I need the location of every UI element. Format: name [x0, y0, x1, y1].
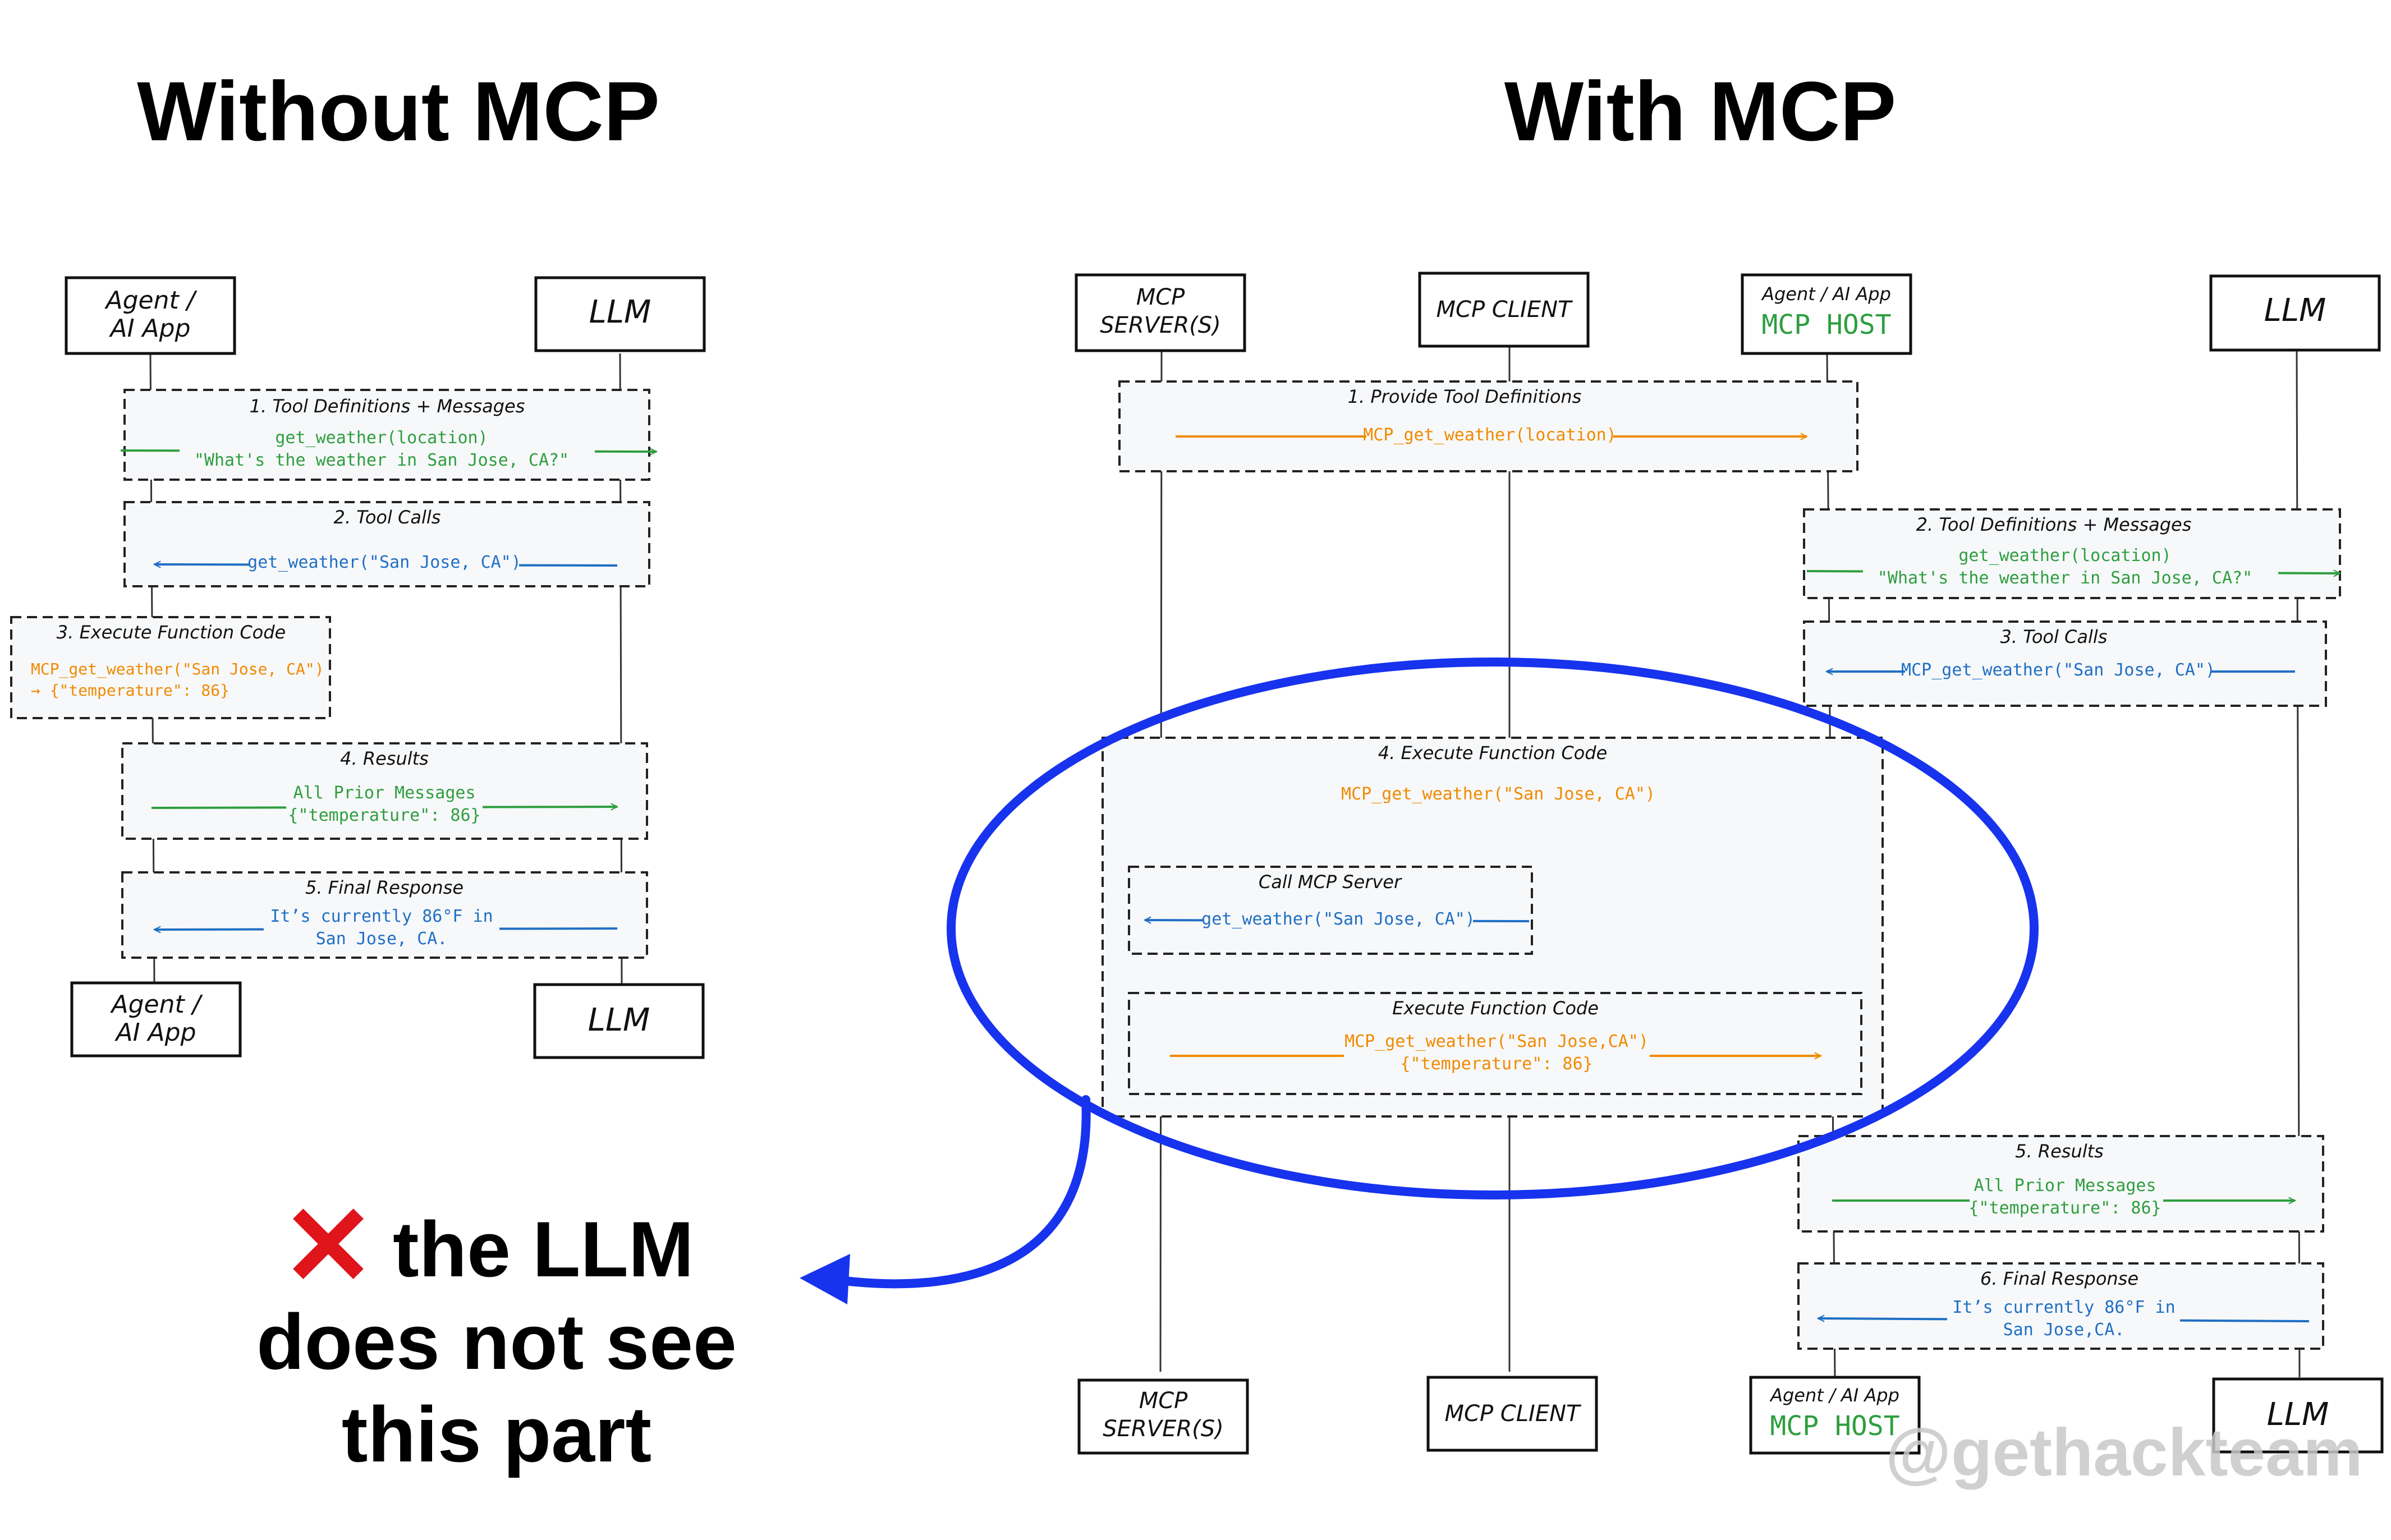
svg-text:Agent / AI App: Agent / AI App	[1769, 1385, 1899, 1406]
callout-arrow-head	[800, 1254, 850, 1304]
svg-text:MCP: MCP	[1136, 284, 1185, 310]
svg-text:get_weather(location): get_weather(location)	[275, 428, 488, 448]
callout-line-2: does not see	[256, 1298, 737, 1386]
svg-text:6. Final Response: 6. Final Response	[1980, 1268, 2138, 1289]
svg-text:get_weather("San Jose, CA"): get_weather("San Jose, CA")	[1201, 909, 1475, 929]
svg-text:{"temperature": 86}: {"temperature": 86}	[288, 806, 480, 825]
svg-text:San Jose, CA.: San Jose, CA.	[316, 929, 448, 949]
svg-text:SERVER(S): SERVER(S)	[1100, 312, 1221, 338]
svg-text:Agent /: Agent /	[109, 990, 203, 1019]
svg-text:3. Execute Function Code: 3. Execute Function Code	[57, 622, 286, 643]
svg-text:MCP_get_weather("San Jose,CA"): MCP_get_weather("San Jose,CA")	[1344, 1032, 1649, 1051]
svg-text:San Jose,CA.: San Jose,CA.	[2003, 1320, 2125, 1340]
svg-text:MCP_get_weather("San Jose, CA": MCP_get_weather("San Jose, CA")	[31, 660, 324, 679]
svg-text:MCP CLIENT: MCP CLIENT	[1445, 1401, 1582, 1427]
svg-text:LLM: LLM	[2267, 1396, 2329, 1433]
actor-mcp-host-top: Agent / AI App MCP HOST	[1741, 273, 1912, 355]
svg-text:LLM: LLM	[2264, 292, 2326, 329]
left-step4-box: 4. Results All Prior Messages {"temperat…	[121, 742, 648, 840]
svg-text:{"temperature": 86}: {"temperature": 86}	[1968, 1198, 2161, 1218]
right-execute-function-box: Execute Function Code MCP_get_weather("S…	[1128, 992, 1862, 1095]
svg-text:1. Provide Tool Definitions: 1. Provide Tool Definitions	[1348, 386, 1582, 407]
svg-text:1. Tool Definitions + Messages: 1. Tool Definitions + Messages	[250, 396, 525, 417]
svg-text:2. Tool Definitions + Messages: 2. Tool Definitions + Messages	[1916, 514, 2192, 535]
svg-text:All Prior Messages: All Prior Messages	[1974, 1176, 2156, 1196]
right-diagram: MCP SERVER(S) MCP CLIENT Agent / AI App …	[1075, 272, 2384, 1455]
left-step2-box: 2. Tool Calls get_weather("San Jose, CA"…	[123, 501, 650, 587]
svg-text:{"temperature": 86}: {"temperature": 86}	[1400, 1054, 1593, 1074]
svg-text:2. Tool Calls: 2. Tool Calls	[334, 507, 441, 528]
title-with-mcp: With MCP	[1504, 64, 1897, 158]
actor-mcp-host-bottom: Agent / AI App MCP HOST	[1749, 1376, 1921, 1455]
highlight-ellipse	[947, 658, 2039, 1199]
actor-llm-bottom-right: LLM	[2212, 1377, 2384, 1454]
left-step1-box: 1. Tool Definitions + Messages get_weath…	[120, 389, 657, 481]
svg-text:5. Results: 5. Results	[2015, 1141, 2104, 1162]
right-step2-box: 2. Tool Definitions + Messages get_weath…	[1803, 508, 2341, 599]
svg-text:All Prior Messages: All Prior Messages	[293, 783, 475, 803]
actor-llm-top-right: LLM	[2209, 274, 2381, 352]
watermark: @gethackteam	[1885, 1415, 2363, 1490]
actor-mcp-client-bottom: MCP CLIENT	[1426, 1376, 1598, 1452]
svg-text:SERVER(S): SERVER(S)	[1103, 1416, 1224, 1442]
actor-mcp-client-top: MCP CLIENT	[1418, 272, 1590, 348]
actor-mcp-server-top: MCP SERVER(S)	[1075, 273, 1246, 352]
svg-text:MCP HOST: MCP HOST	[1770, 1410, 1899, 1442]
svg-text:"What's the weather in San Jos: "What's the weather in San Jose, CA?"	[1878, 568, 2252, 588]
svg-text:AI App: AI App	[108, 314, 190, 343]
title-without-mcp: Without MCP	[137, 64, 660, 158]
actor-llm-bottom-left: LLM	[533, 983, 705, 1059]
svg-text:AI App: AI App	[114, 1018, 196, 1047]
svg-text:LLM: LLM	[589, 294, 651, 330]
callout-line-1: the LLM	[393, 1205, 694, 1293]
svg-text:MCP CLIENT: MCP CLIENT	[1437, 297, 1573, 323]
svg-text:3. Tool Calls: 3. Tool Calls	[2000, 626, 2108, 647]
red-cross-icon: ✕	[281, 1184, 375, 1309]
right-step3-box: 3. Tool Calls MCP_get_weather("San Jose,…	[1803, 620, 2327, 707]
svg-text:MCP_get_weather(location): MCP_get_weather(location)	[1363, 425, 1617, 445]
svg-text:Agent / AI App: Agent / AI App	[1761, 283, 1891, 305]
svg-text:4. Execute Function Code: 4. Execute Function Code	[1378, 742, 1607, 764]
svg-text:→ {"temperature": 86}: → {"temperature": 86}	[31, 681, 230, 700]
right-step5-box: 5. Results All Prior Messages {"temperat…	[1797, 1135, 2324, 1233]
right-step6-box: 6. Final Response It’s currently 86°F in…	[1797, 1262, 2324, 1350]
svg-text:get_weather(location): get_weather(location)	[1958, 546, 2171, 566]
actor-agent-top-left: Agent / AI App	[65, 276, 236, 355]
svg-text:It’s currently 86°F in: It’s currently 86°F in	[1952, 1298, 2175, 1317]
svg-text:Agent /: Agent /	[104, 286, 197, 315]
svg-text:MCP_get_weather("San Jose, CA": MCP_get_weather("San Jose, CA")	[1341, 784, 1655, 804]
svg-text:MCP: MCP	[1139, 1388, 1188, 1414]
callout-line-3: this part	[342, 1390, 651, 1478]
svg-text:"What's the weather in San Jos: "What's the weather in San Jose, CA?"	[194, 450, 569, 470]
svg-text:5. Final Response: 5. Final Response	[305, 877, 463, 898]
svg-text:4. Results: 4. Results	[340, 748, 429, 769]
left-step3-box: 3. Execute Function Code MCP_get_weather…	[10, 616, 331, 719]
svg-text:MCP HOST: MCP HOST	[1761, 309, 1891, 341]
svg-text:It’s currently 86°F in: It’s currently 86°F in	[270, 907, 493, 926]
right-step1-box: 1. Provide Tool Definitions MCP_get_weat…	[1118, 380, 1858, 472]
left-diagram: Agent / AI App LLM 1. Tool Definitions +…	[10, 276, 706, 1059]
svg-text:Call MCP Server: Call MCP Server	[1259, 871, 1402, 893]
left-step5-box: 5. Final Response It’s currently 86°F in…	[121, 871, 648, 959]
actor-llm-top-left: LLM	[534, 276, 706, 352]
actor-agent-bottom-left: Agent / AI App	[70, 981, 242, 1058]
callout-arrow-curve	[840, 1095, 1091, 1289]
actor-mcp-server-bottom: MCP SERVER(S)	[1077, 1378, 1249, 1455]
svg-text:Execute Function Code: Execute Function Code	[1392, 997, 1599, 1019]
svg-text:get_weather("San Jose, CA"): get_weather("San Jose, CA")	[247, 553, 521, 572]
callout-text: ✕ the LLM does not see this part	[256, 1184, 737, 1478]
svg-text:MCP_get_weather("San Jose, CA": MCP_get_weather("San Jose, CA")	[1901, 660, 2215, 680]
right-call-mcp-server-box: Call MCP Server get_weather("San Jose, C…	[1128, 866, 1533, 955]
svg-text:LLM: LLM	[588, 1002, 650, 1038]
